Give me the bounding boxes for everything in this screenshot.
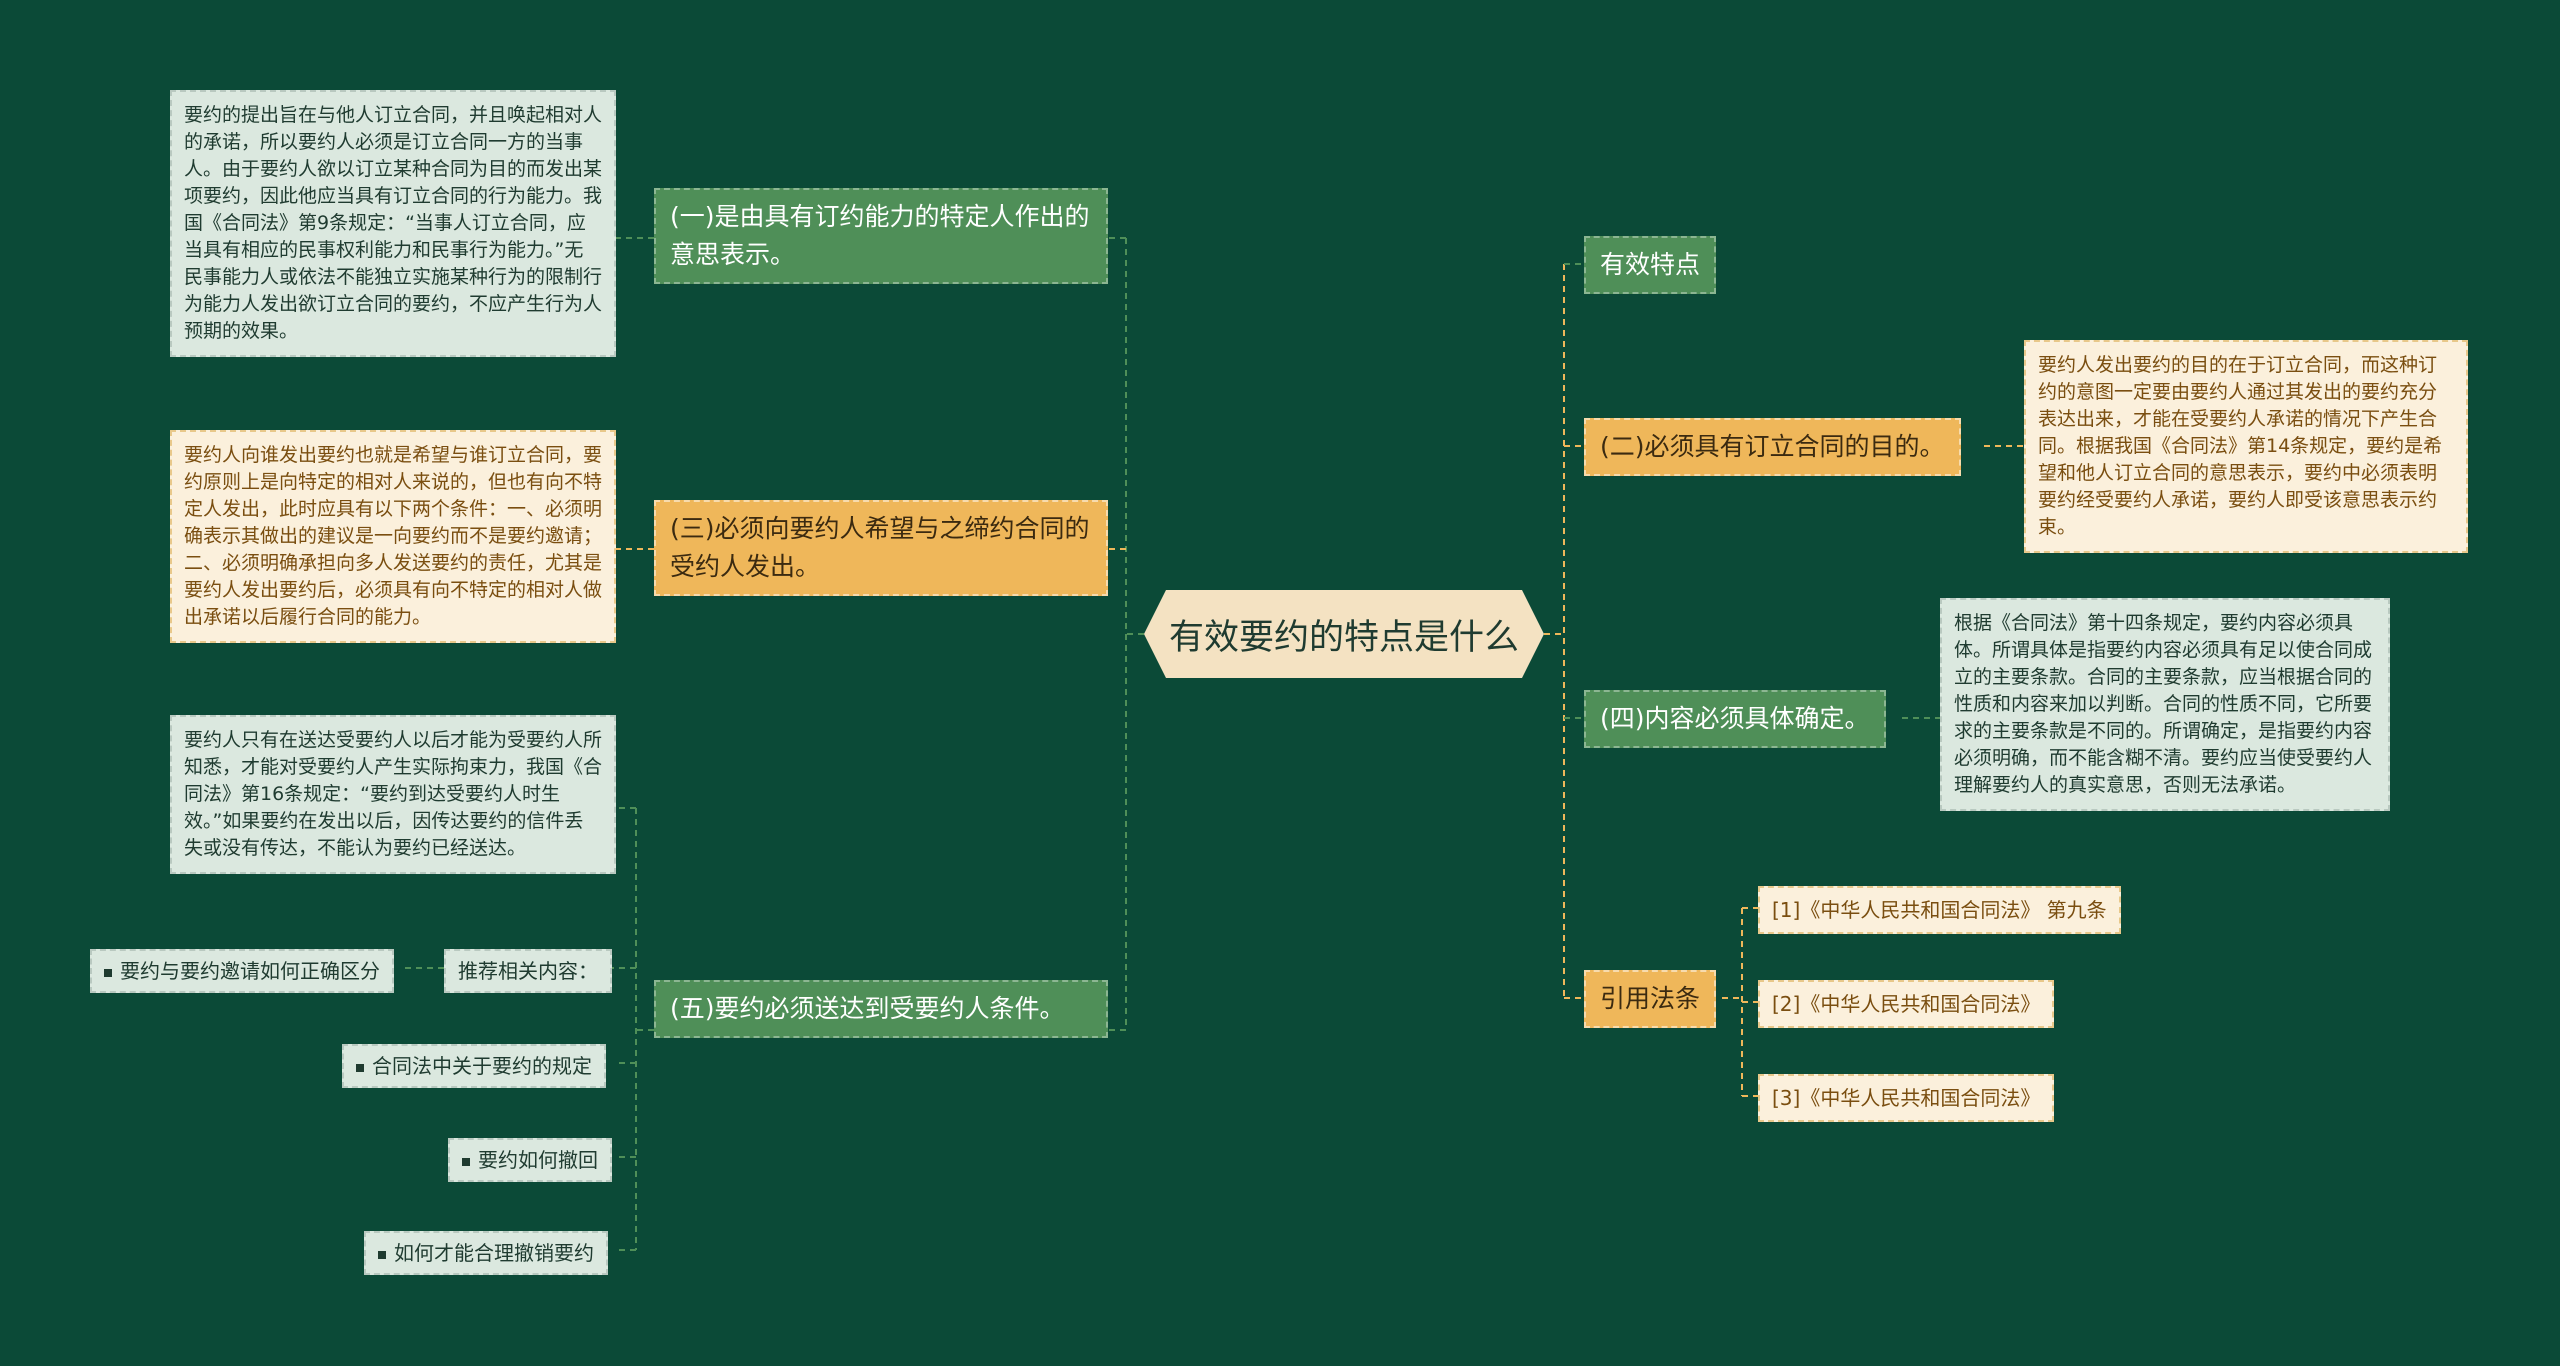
recommend-link-4-text: 如何才能合理撤销要约 <box>394 1241 594 1265</box>
root-title: 有效要约的特点是什么 <box>1168 617 1519 658</box>
branch-item-1-note: 要约的提出旨在与他人订立合同，并且唤起相对人的承诺，所以要约人必须是订立合同一方… <box>170 90 616 357</box>
branch-item-4-note: 根据《合同法》第十四条规定，要约内容必须具体。所谓具体是指要约内容必须具有足以使… <box>1940 598 2390 811</box>
recommend-link-1[interactable]: 要约与要约邀请如何正确区分 <box>90 949 394 993</box>
recommend-link-3-text: 要约如何撤回 <box>478 1148 598 1172</box>
branch-item-5-label: (五)要约必须送达到受要约人条件。 <box>670 994 1065 1023</box>
branch-effective-features[interactable]: 有效特点 <box>1584 236 1717 294</box>
recommend-link-4[interactable]: 如何才能合理撤销要约 <box>364 1231 608 1275</box>
branch-cited-laws-label: 引用法条 <box>1600 984 1701 1013</box>
branch-item-1-label: (一)是由具有订约能力的特定人作出的意思表示。 <box>670 202 1090 269</box>
branch-item-4[interactable]: (四)内容必须具体确定。 <box>1584 690 1886 748</box>
citation-1[interactable]: [1]《中华人民共和国合同法》 第九条 <box>1758 886 2121 934</box>
bullet-icon <box>104 968 112 977</box>
root-topic[interactable]: 有效要约的特点是什么 <box>1144 590 1544 678</box>
bullet-icon <box>462 1157 470 1166</box>
recommend-label: 推荐相关内容： <box>444 949 612 993</box>
citation-2-text: [2]《中华人民共和国合同法》 <box>1772 992 2041 1016</box>
branch-item-3[interactable]: (三)必须向要约人希望与之缔约合同的受约人发出。 <box>654 500 1108 596</box>
recommend-label-text: 推荐相关内容： <box>458 959 598 983</box>
branch-item-5-note: 要约人只有在送达受要约人以后才能为受要约人所知悉，才能对受要约人产生实际拘束力，… <box>170 715 616 874</box>
branch-item-2-note-text: 要约人发出要约的目的在于订立合同，而这种订约的意图一定要由要约人通过其发出的要约… <box>2038 354 2443 538</box>
connector-r5-trunk <box>1722 908 1743 1096</box>
citation-3-text: [3]《中华人民共和国合同法》 <box>1772 1086 2041 1110</box>
branch-cited-laws[interactable]: 引用法条 <box>1584 970 1717 1028</box>
branch-item-2-label: (二)必须具有订立合同的目的。 <box>1600 432 1945 461</box>
branch-item-3-label: (三)必须向要约人希望与之缔约合同的受约人发出。 <box>670 514 1090 581</box>
branch-item-4-label: (四)内容必须具体确定。 <box>1600 704 1870 733</box>
branch-item-5[interactable]: (五)要约必须送达到受要约人条件。 <box>654 980 1108 1038</box>
branch-item-5-note-text: 要约人只有在送达受要约人以后才能为受要约人所知悉，才能对受要约人产生实际拘束力，… <box>184 729 603 859</box>
bullet-icon <box>378 1250 386 1259</box>
branch-item-4-note-text: 根据《合同法》第十四条规定，要约内容必须具体。所谓具体是指要约内容必须具有足以使… <box>1954 612 2373 796</box>
recommend-link-2[interactable]: 合同法中关于要约的规定 <box>342 1044 606 1088</box>
connector-right-trunk <box>1544 264 1565 998</box>
branch-item-1-note-text: 要约的提出旨在与他人订立合同，并且唤起相对人的承诺，所以要约人必须是订立合同一方… <box>184 104 603 342</box>
branch-item-2-note: 要约人发出要约的目的在于订立合同，而这种订约的意图一定要由要约人通过其发出的要约… <box>2024 340 2468 553</box>
connector-left-trunk <box>1125 238 1144 1030</box>
recommend-link-2-text: 合同法中关于要约的规定 <box>372 1054 592 1078</box>
citation-3[interactable]: [3]《中华人民共和国合同法》 <box>1758 1074 2055 1122</box>
branch-effective-features-label: 有效特点 <box>1600 250 1701 279</box>
branch-item-2[interactable]: (二)必须具有订立合同的目的。 <box>1584 418 1961 476</box>
citation-1-text: [1]《中华人民共和国合同法》 第九条 <box>1772 898 2107 922</box>
bullet-icon <box>356 1063 364 1072</box>
branch-item-1[interactable]: (一)是由具有订约能力的特定人作出的意思表示。 <box>654 188 1108 284</box>
citation-2[interactable]: [2]《中华人民共和国合同法》 <box>1758 980 2055 1028</box>
recommend-link-3[interactable]: 要约如何撤回 <box>448 1138 612 1182</box>
recommend-link-1-text: 要约与要约邀请如何正确区分 <box>120 959 380 983</box>
branch-item-3-note-text: 要约人向谁发出要约也就是希望与谁订立合同，要约原则上是向特定的相对人来说的，但也… <box>184 444 603 628</box>
branch-item-3-note: 要约人向谁发出要约也就是希望与谁订立合同，要约原则上是向特定的相对人来说的，但也… <box>170 430 616 643</box>
connector-b5-trunk <box>635 808 654 1250</box>
